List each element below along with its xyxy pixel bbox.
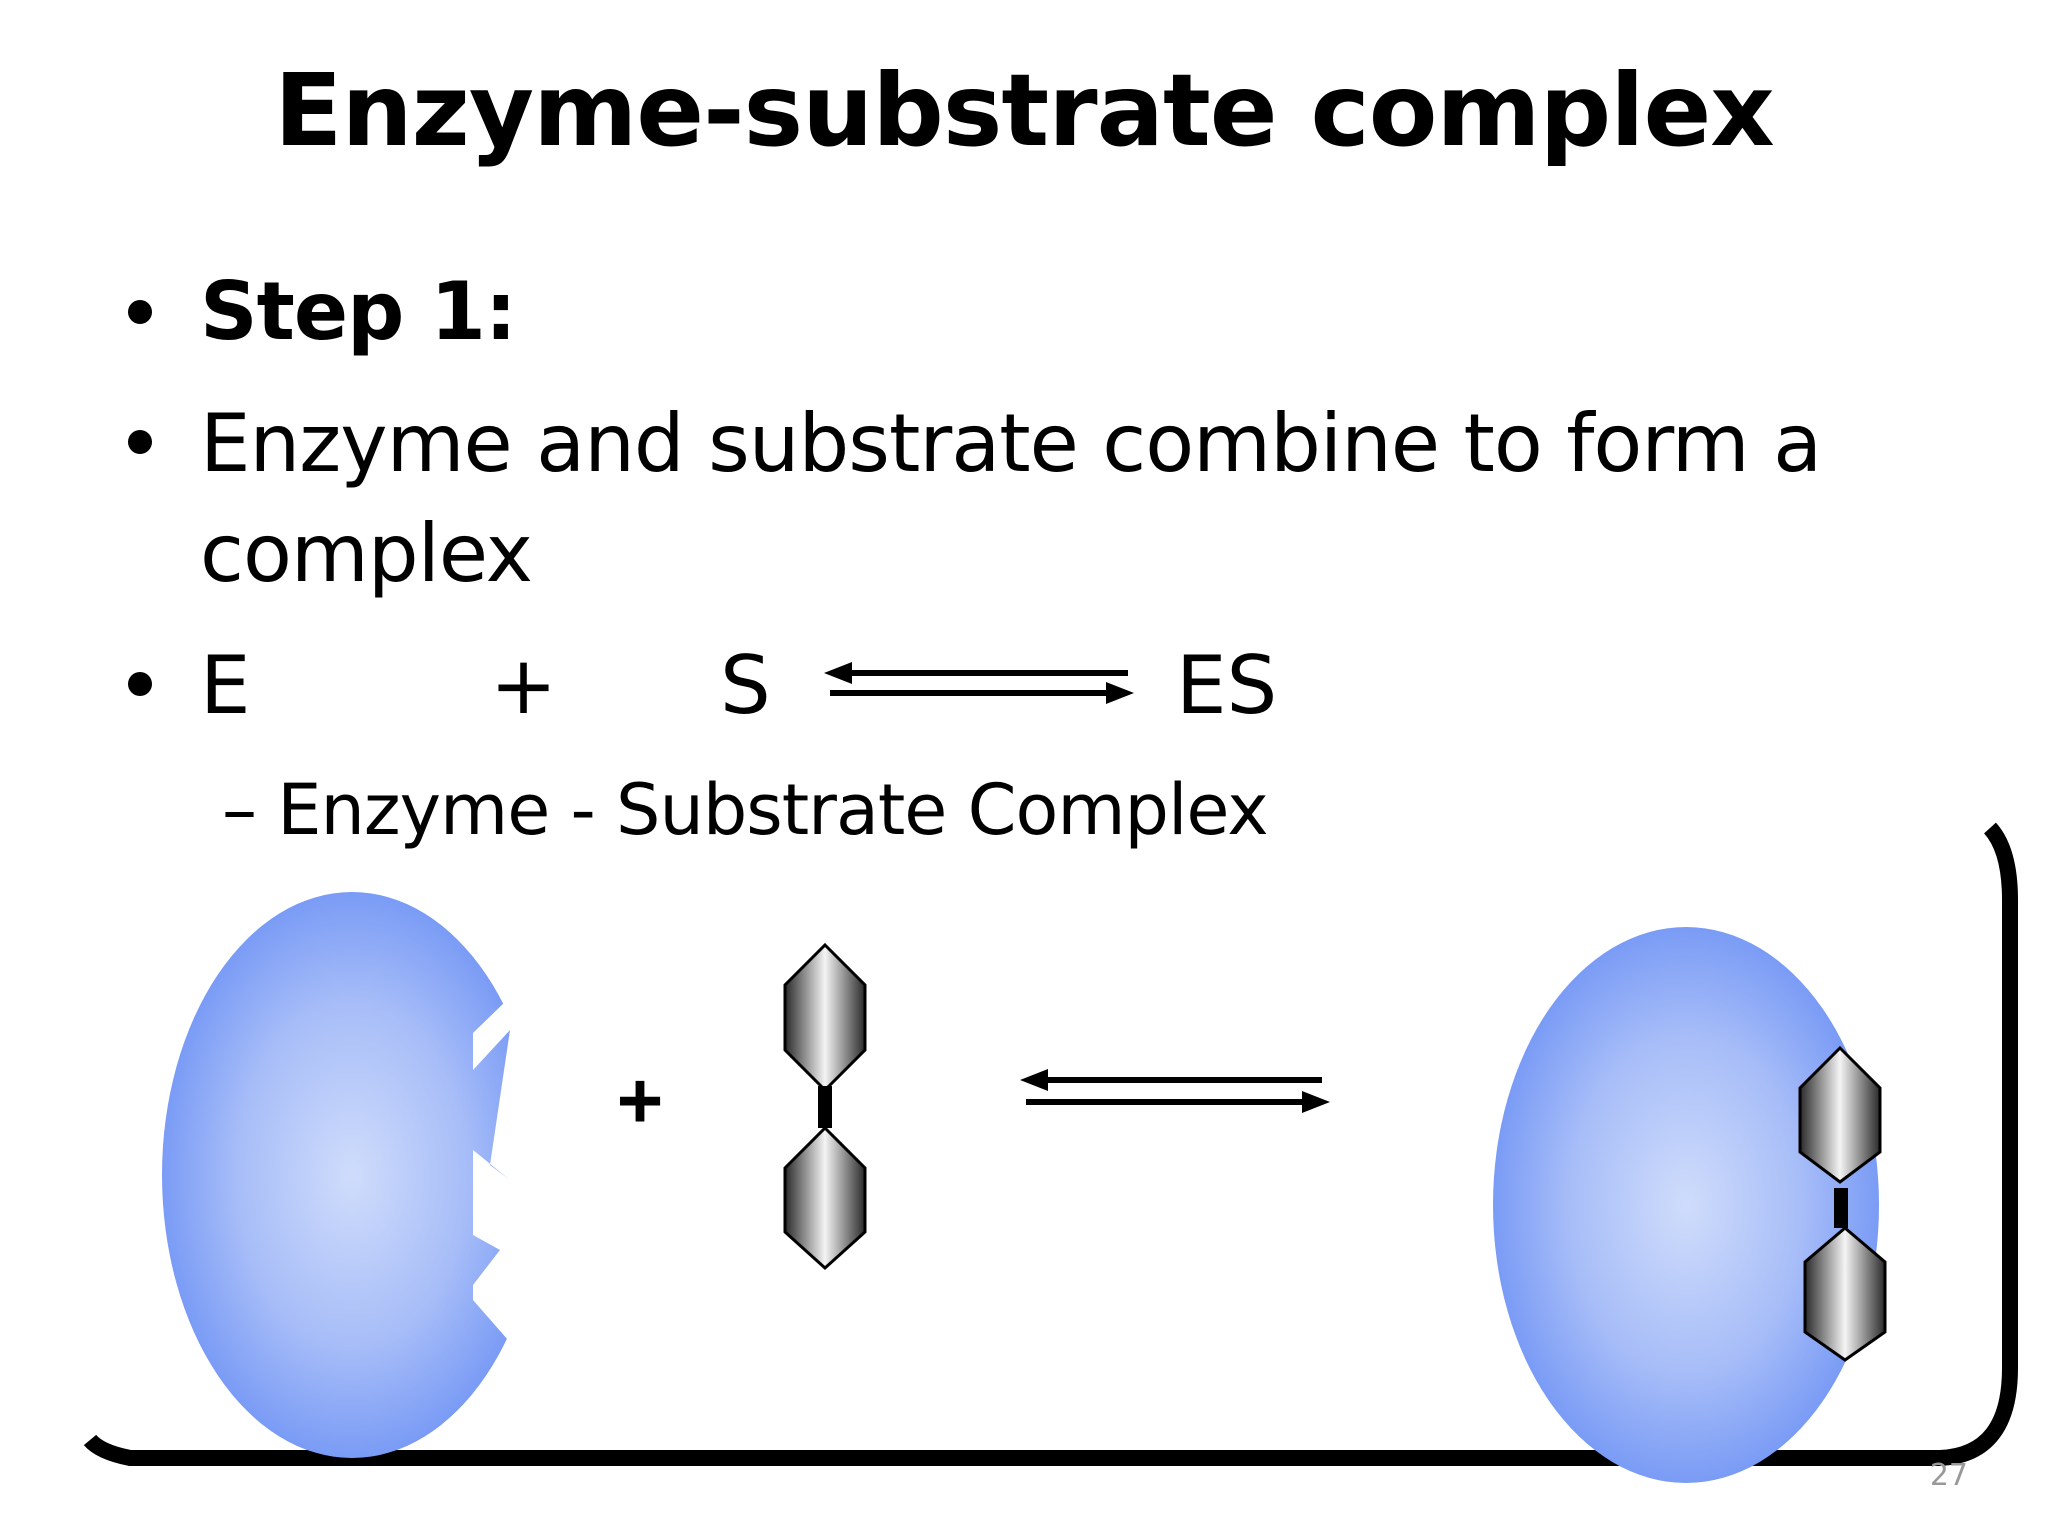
diagram-plus: + [617, 1056, 664, 1145]
enzyme-shape [162, 892, 510, 1458]
equation-substrate: S [720, 639, 771, 732]
bullet-dot [128, 672, 152, 696]
equation-enzyme: E [200, 639, 251, 732]
slide-title: Enzyme-substrate complex [274, 52, 1775, 169]
page-number: 27 [1929, 1458, 1968, 1493]
description-line-2: complex [200, 507, 533, 600]
equilibrium-arrows-top [824, 662, 1134, 704]
substrate-molecule [783, 942, 867, 1271]
equation-plus: + [490, 639, 558, 732]
equilibrium-arrows-diagram [1020, 1069, 1330, 1113]
bullet-dot [128, 430, 152, 454]
description-line-1: Enzyme and substrate combine to form a [200, 397, 1822, 490]
step-label: Step 1: [200, 265, 517, 358]
bullet-dot [128, 300, 152, 324]
enzyme-substrate-complex [1493, 927, 1887, 1483]
equation-complex: ES [1176, 639, 1278, 732]
sub-bullet: – Enzyme - Substrate Complex [222, 769, 1269, 851]
frame-border [83, 822, 2018, 1466]
